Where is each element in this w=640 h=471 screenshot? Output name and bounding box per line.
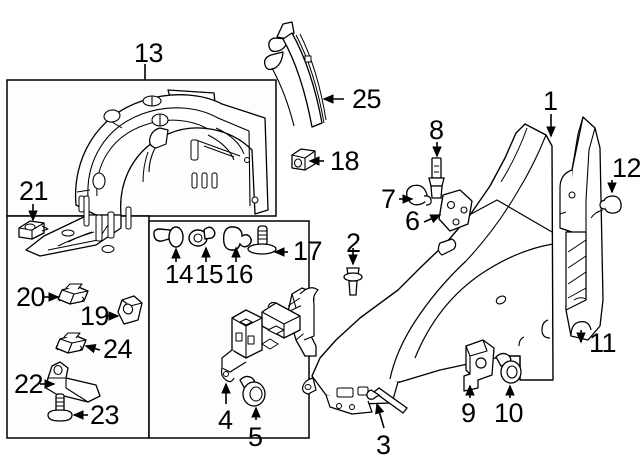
part-10-push-rivet xyxy=(495,352,522,384)
callout-label-16[interactable]: 16 xyxy=(225,259,253,289)
part-6-fender-mounting-plate xyxy=(438,189,473,232)
callout-label-13[interactable]: 13 xyxy=(134,38,164,68)
part-14-liner-clip-a xyxy=(153,226,184,248)
center-bracket-assembly xyxy=(220,287,319,383)
callout-label-14[interactable]: 14 xyxy=(165,259,193,289)
part-3-fender-screw-long xyxy=(366,387,408,414)
fasteners-group-box xyxy=(6,215,150,439)
callout-label-22[interactable]: 22 xyxy=(14,369,44,399)
part-19-nut-clip xyxy=(117,295,143,325)
callout-label-7[interactable]: 7 xyxy=(381,184,396,214)
callout-label-3[interactable]: 3 xyxy=(376,430,391,460)
callout-label-9[interactable]: 9 xyxy=(461,398,476,428)
leader-24 xyxy=(84,344,101,354)
part-18-molding-clip xyxy=(291,148,316,171)
part-1-front-fender-panel xyxy=(301,123,554,415)
part-11-fender-rear-extension xyxy=(559,116,604,341)
callout-label-10[interactable]: 10 xyxy=(494,398,524,428)
part-24-u-nut-b xyxy=(55,332,87,354)
part-13-front-fender-liner xyxy=(25,89,269,257)
callout-label-25[interactable]: 25 xyxy=(352,84,382,114)
callout-label-8[interactable]: 8 xyxy=(429,115,444,145)
part-22-stay-bracket xyxy=(45,361,101,403)
callout-label-20[interactable]: 20 xyxy=(16,282,46,312)
callout-leaders xyxy=(28,64,617,429)
part-7-grommet xyxy=(406,184,432,206)
callout-label-12[interactable]: 12 xyxy=(612,153,640,183)
leader-6 xyxy=(423,214,442,224)
callout-label-19[interactable]: 19 xyxy=(80,301,110,331)
callout-label-17[interactable]: 17 xyxy=(293,236,323,266)
part-2-fender-bolt xyxy=(343,267,363,296)
part-5-push-clip-round xyxy=(239,375,266,407)
callout-label-1[interactable]: 1 xyxy=(543,86,558,116)
part-15-liner-clip-b xyxy=(188,226,216,247)
part-25-fender-side-molding xyxy=(263,21,327,128)
callout-label-21[interactable]: 21 xyxy=(19,176,49,206)
callout-label-5[interactable]: 5 xyxy=(248,422,263,452)
leader-3 xyxy=(375,402,385,429)
part-20-u-nut-a xyxy=(57,283,89,305)
part-12-retainer-clip xyxy=(599,195,622,214)
part-21-splash-shield-clip xyxy=(18,220,49,240)
part-8-flange-bolt xyxy=(428,157,445,199)
callout-label-18[interactable]: 18 xyxy=(330,146,360,176)
callout-label-23[interactable]: 23 xyxy=(90,400,120,430)
callout-label-15[interactable]: 15 xyxy=(195,259,223,289)
callout-label-6[interactable]: 6 xyxy=(405,206,420,236)
callout-label-2[interactable]: 2 xyxy=(346,228,361,258)
callout-label-4[interactable]: 4 xyxy=(218,405,233,435)
callout-label-11[interactable]: 11 xyxy=(589,328,617,358)
part-23-tapping-screw xyxy=(47,393,73,422)
callout-label-24[interactable]: 24 xyxy=(103,334,133,364)
part-9-lower-fender-bracket xyxy=(463,339,495,392)
